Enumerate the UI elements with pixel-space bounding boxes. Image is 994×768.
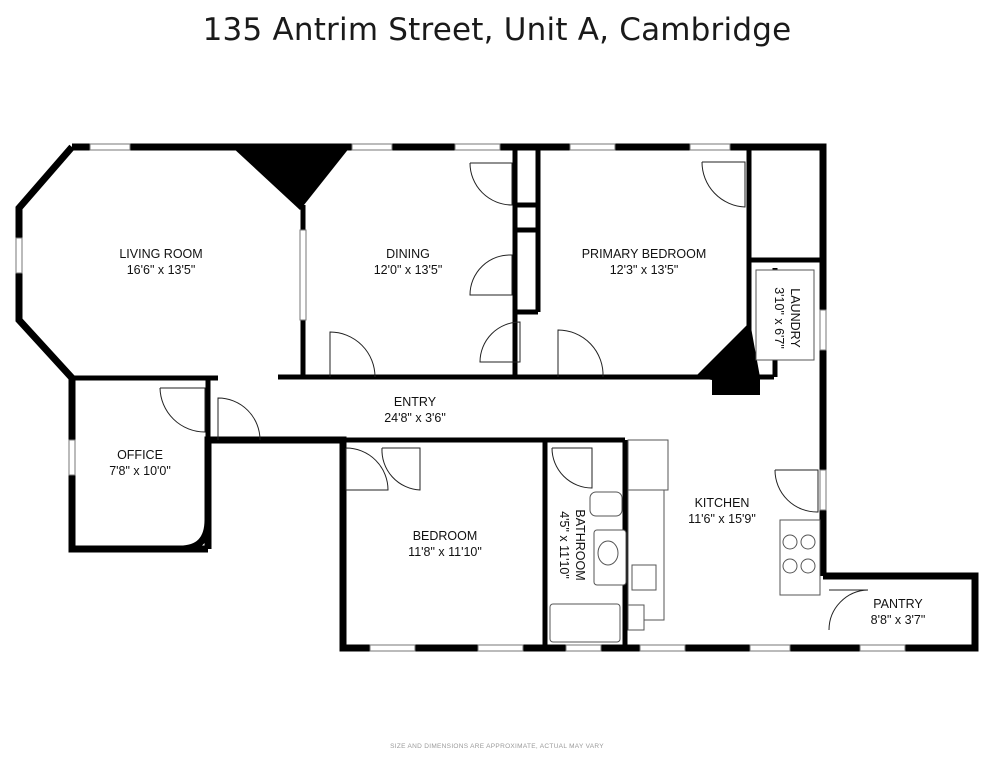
pantry-name: PANTRY (873, 597, 923, 611)
dining-dims: 12'0" x 13'5" (374, 263, 443, 277)
primary-bedroom-dims: 12'3" x 13'5" (610, 263, 679, 277)
page-title: 135 Antrim Street, Unit A, Cambridge (202, 12, 792, 48)
room-laundry: LAUNDRY 3'10" x 6'7" (772, 287, 802, 349)
living-room-name: LIVING ROOM (119, 247, 202, 261)
bedroom-dims: 11'8" x 11'10" (408, 545, 482, 559)
room-bathroom: BATHROOM 4'5" x 11'10" (557, 509, 587, 580)
room-office: OFFICE 7'8" x 10'0" (109, 448, 171, 478)
entry-dims: 24'8" x 3'6" (384, 411, 446, 425)
windows (15, 143, 906, 652)
interior-walls (72, 147, 823, 648)
laundry-dims: 3'10" x 6'7" (772, 287, 786, 349)
fixtures (549, 269, 821, 643)
office-dims: 7'8" x 10'0" (109, 464, 171, 478)
doors (159, 161, 869, 631)
bedroom-name: BEDROOM (413, 529, 478, 543)
room-dining: DINING 12'0" x 13'5" (374, 247, 443, 277)
room-kitchen: KITCHEN 11'6" x 15'9" (688, 496, 756, 526)
kitchen-dims: 11'6" x 15'9" (688, 512, 756, 526)
pantry-dims: 8'8" x 3'7" (871, 613, 926, 627)
dining-name: DINING (386, 247, 430, 261)
bathroom-dims: 4'5" x 11'10" (557, 511, 571, 579)
living-room-dims: 16'6" x 13'5" (127, 263, 196, 277)
exterior-walls (15, 143, 979, 652)
entry-name: ENTRY (394, 395, 437, 409)
bathroom-name: BATHROOM (573, 509, 587, 580)
disclaimer-text: SIZE AND DIMENSIONS ARE APPROXIMATE, ACT… (390, 743, 604, 750)
room-living-room: LIVING ROOM 16'6" x 13'5" (119, 247, 202, 277)
room-entry: ENTRY 24'8" x 3'6" (384, 395, 446, 425)
room-pantry: PANTRY 8'8" x 3'7" (871, 597, 926, 627)
office-name: OFFICE (117, 448, 163, 462)
room-primary-bedroom: PRIMARY BEDROOM 12'3" x 13'5" (582, 247, 707, 277)
laundry-name: LAUNDRY (788, 288, 802, 348)
primary-bedroom-name: PRIMARY BEDROOM (582, 247, 707, 261)
kitchen-name: KITCHEN (695, 496, 750, 510)
room-bedroom: BEDROOM 11'8" x 11'10" (408, 529, 482, 559)
